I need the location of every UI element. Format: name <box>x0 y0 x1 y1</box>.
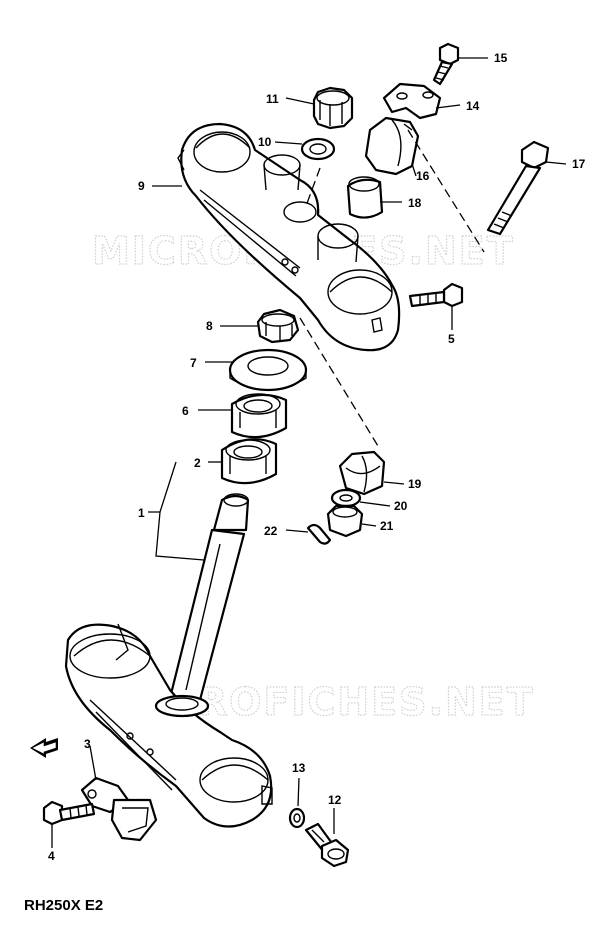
callout-11: 11 <box>266 92 279 106</box>
callout-15: 15 <box>494 51 508 65</box>
small-washer <box>288 807 306 829</box>
steering-nut <box>256 308 300 344</box>
callout-5: 5 <box>448 332 455 346</box>
lower-bearing <box>220 438 278 485</box>
long-bolt <box>486 140 550 236</box>
upper-bearing <box>230 393 288 439</box>
handlebar-clamp-upper <box>382 82 442 120</box>
bar-mount-cushion <box>338 450 386 496</box>
model-code: RH250X E2 <box>24 897 103 914</box>
callout-20: 20 <box>394 499 408 513</box>
callout-17: 17 <box>572 157 586 171</box>
callout-13: 13 <box>292 761 306 775</box>
callout-22: 22 <box>264 524 278 538</box>
clamp-bolt <box>432 42 460 86</box>
hose-guide-bolt <box>42 800 96 826</box>
cotter-pin <box>306 523 332 545</box>
upper-bracket <box>177 122 401 352</box>
callout-labels: 15 11 14 10 17 16 9 18 5 8 7 6 2 1 19 20… <box>48 51 586 863</box>
pinch-bolt-upper <box>408 282 464 308</box>
front-arrow-icon <box>30 738 58 758</box>
rubber-cushion <box>346 176 384 219</box>
callout-14: 14 <box>466 99 480 113</box>
callout-6: 6 <box>182 404 189 418</box>
callout-7: 7 <box>190 356 197 370</box>
callout-12: 12 <box>328 793 342 807</box>
mount-washer <box>330 488 362 508</box>
callout-2: 2 <box>194 456 201 470</box>
callout-21: 21 <box>380 519 394 533</box>
callout-18: 18 <box>408 196 422 210</box>
callout-16: 16 <box>416 169 430 183</box>
washer <box>300 137 336 161</box>
pinch-bolt-lower <box>304 822 350 868</box>
handlebar-holder <box>364 116 420 176</box>
dust-seal <box>228 348 308 392</box>
callout-19: 19 <box>408 477 422 491</box>
top-nut <box>312 86 354 130</box>
steering-stem-lower-bracket <box>64 493 273 828</box>
assembly-lines <box>299 129 485 447</box>
callout-4: 4 <box>48 849 55 863</box>
callout-10: 10 <box>258 135 272 149</box>
callout-1: 1 <box>138 506 145 520</box>
hose-guide <box>80 776 158 842</box>
castle-nut <box>326 504 364 538</box>
callout-8: 8 <box>206 319 213 333</box>
callout-9: 9 <box>138 179 145 193</box>
leader-lines <box>51 57 567 848</box>
callout-3: 3 <box>84 737 91 751</box>
